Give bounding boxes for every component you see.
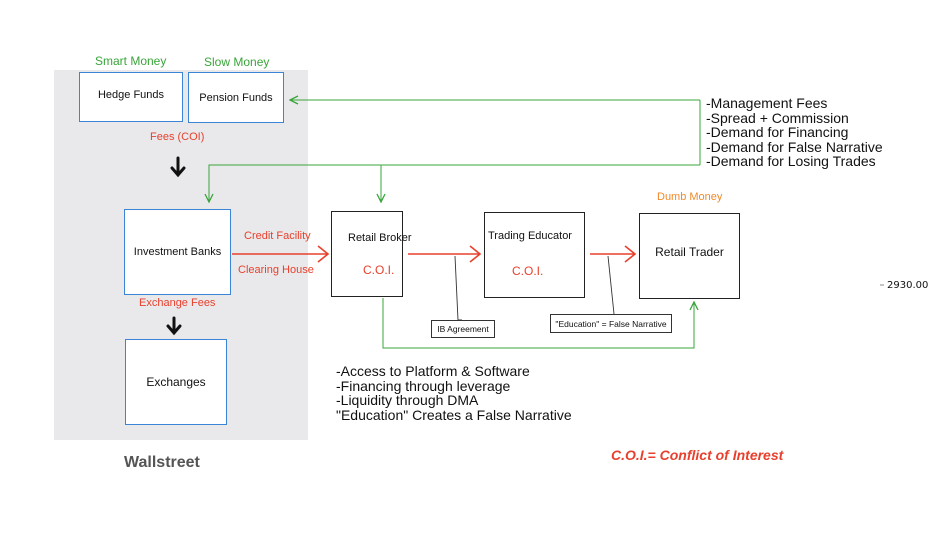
fees-list-item: -Demand for False Narrative xyxy=(706,138,883,155)
education-pointer xyxy=(607,255,615,315)
ib-agreement-callout: IB Agreement xyxy=(431,320,495,338)
value-label: 2930.00 xyxy=(887,280,929,291)
education-label: "Education" = False Narrative xyxy=(555,318,667,329)
broker-to-trader-loop-line xyxy=(382,298,694,349)
trading-educator-box: Trading Educator C.O.I. xyxy=(484,212,585,298)
trading-educator-coi: C.O.I. xyxy=(512,264,544,278)
broker-list-item: -Access to Platform & Software xyxy=(336,363,530,379)
credit-facility-label: Credit Facility xyxy=(244,230,311,242)
down-arrow-2 xyxy=(166,316,182,336)
broker-list-item: -Financing through leverage xyxy=(336,377,511,394)
clearing-house-label: Clearing House xyxy=(238,264,314,276)
hedge-funds-label: Hedge Funds xyxy=(97,89,165,101)
investment-banks-box: Investment Banks xyxy=(124,209,231,295)
broker-to-educator-arrow xyxy=(408,245,482,263)
retail-trader-label: Retail Trader xyxy=(655,245,724,259)
exchanges-label: Exchanges xyxy=(146,375,206,389)
exchanges-box: Exchanges xyxy=(125,339,227,425)
education-callout: "Education" = False Narrative xyxy=(550,314,672,333)
broker-list-item: -Liquidity through DMA xyxy=(336,392,479,409)
fees-list: -Management Fees -Spread + Commission -D… xyxy=(706,96,883,169)
fees-list-item: -Demand for Losing Trades xyxy=(706,153,876,170)
dumb-money-label: Dumb Money xyxy=(657,191,723,203)
banks-to-broker-arrow xyxy=(232,245,330,263)
investment-banks-label: Investment Banks xyxy=(133,246,222,258)
wallstreet-label: Wallstreet xyxy=(124,454,200,471)
retail-broker-box: Retail Broker C.O.I. xyxy=(331,211,412,297)
fees-coi-label: Fees (COI) xyxy=(150,131,205,143)
slow-money-label: Slow Money xyxy=(204,55,270,69)
pension-funds-label: Pension Funds xyxy=(199,91,273,104)
hedge-funds-box: Hedge Funds xyxy=(79,72,183,122)
smart-money-label: Smart Money xyxy=(95,54,167,68)
down-arrow-1 xyxy=(170,156,186,178)
fees-list-item: -Management Fees xyxy=(706,95,828,111)
educator-to-trader-arrow xyxy=(590,245,637,263)
broker-list: -Access to Platform & Software -Financin… xyxy=(336,364,572,422)
broker-list-item: "Education" Creates a False Narrative xyxy=(336,406,572,423)
ib-agreement-label: IB Agreement xyxy=(437,324,489,334)
trading-educator-label: Trading Educator xyxy=(488,230,572,242)
fees-list-item: -Demand for Financing xyxy=(706,124,849,141)
ib-agreement-pointer xyxy=(454,255,462,321)
retail-broker-label: Retail Broker xyxy=(348,232,412,244)
pension-funds-box: Pension Funds xyxy=(188,72,284,123)
fees-list-item: -Spread + Commission xyxy=(706,109,849,126)
coi-legend: C.O.I.= Conflict of Interest xyxy=(611,447,784,463)
fees-to-investment-banks-line xyxy=(209,164,700,202)
retail-broker-coi: C.O.I. xyxy=(363,263,395,277)
exchange-fees-label: Exchange Fees xyxy=(139,297,216,309)
retail-trader-box: Retail Trader xyxy=(639,213,740,299)
